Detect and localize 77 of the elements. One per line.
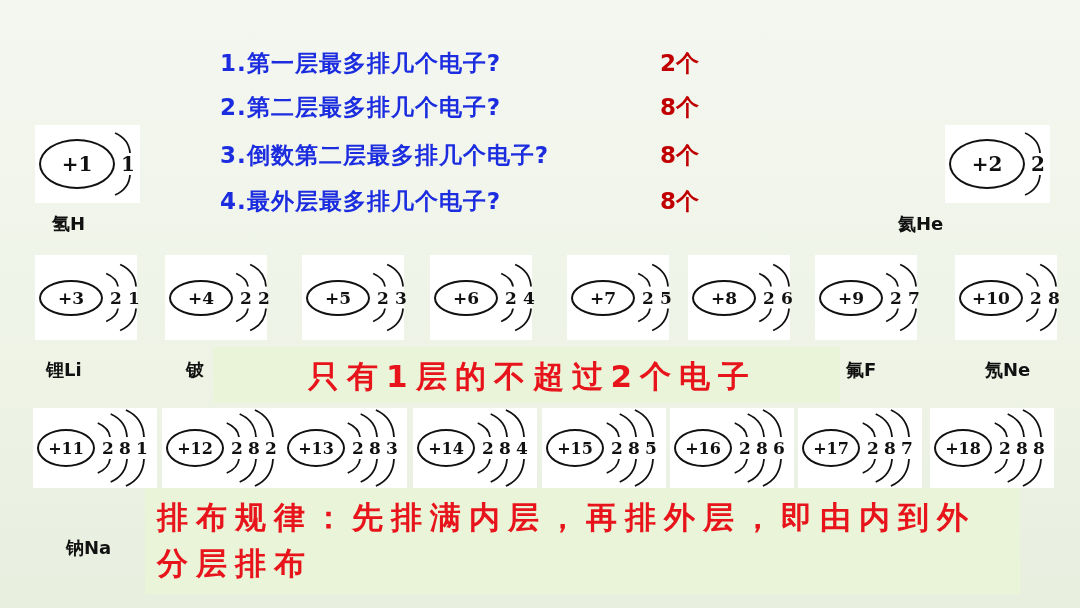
electron-count: 2 [642,289,654,306]
electron-count: 5 [660,289,672,306]
nucleus-ellipse: +2 [949,139,1025,189]
note-panel: 排布规律：先排满内层，再排外层，即由内到外分层排布 [145,488,1020,594]
electron-count: 7 [908,289,920,306]
answer-text: 2个 [660,49,699,78]
question-text: 3.倒数第二层最多排几个电子? [220,141,550,170]
element-name: 氦He [898,212,944,236]
nucleus-ellipse: +1 [39,139,115,189]
electron-count: 3 [386,439,398,457]
electron-count: 8 [628,439,640,457]
electron-count: 1 [121,154,135,174]
electron-count: 2 [505,289,517,306]
element-name: 铍 [186,358,204,382]
electron-count: 1 [128,289,140,306]
electron-count: 8 [756,439,768,457]
nucleus-ellipse: +10 [959,279,1023,316]
nucleus-ellipse: +11 [37,429,95,467]
question-text: 4.最外层最多排几个电子? [220,187,502,216]
electron-count: 2 [611,439,623,457]
electron-count: 6 [781,289,793,306]
electron-count: 8 [369,439,381,457]
electron-count: 8 [1033,439,1045,457]
electron-count: 2 [265,439,277,457]
question-text: 1.第一层最多排几个电子? [220,49,502,78]
electron-count: 2 [231,439,243,457]
nucleus-ellipse: +7 [571,279,635,316]
electron-count: 2 [240,289,252,306]
element-name: 氟F [846,358,877,382]
note-panel: 只有1层的不超过2个电子 [213,347,840,403]
electron-count: 2 [352,439,364,457]
nucleus-ellipse: +4 [169,279,233,316]
nucleus-ellipse: +9 [819,279,883,316]
answer-text: 8个 [660,93,699,122]
question-text: 2.第二层最多排几个电子? [220,93,502,122]
electron-count: 8 [248,439,260,457]
nucleus-ellipse: +17 [802,429,860,467]
answer-text: 8个 [660,141,699,170]
electron-count: 4 [516,439,528,457]
element-name: 钠Na [66,536,112,560]
electron-count: 2 [1030,289,1042,306]
electron-count: 2 [1031,154,1045,174]
electron-count: 3 [395,289,407,306]
electron-count: 2 [258,289,270,306]
electron-count: 2 [763,289,775,306]
nucleus-ellipse: +16 [674,429,732,467]
electron-count: 5 [645,439,657,457]
electron-count: 2 [999,439,1011,457]
nucleus-ellipse: +12 [166,429,224,467]
element-name: 锂Li [46,358,82,382]
electron-count: 8 [119,439,131,457]
electron-count: 6 [773,439,785,457]
nucleus-ellipse: +8 [692,279,756,316]
electron-count: 8 [1048,289,1060,306]
answer-text: 8个 [660,187,699,216]
electron-count: 2 [867,439,879,457]
electron-count: 7 [901,439,913,457]
element-name: 氖Ne [985,358,1031,382]
electron-count: 2 [482,439,494,457]
electron-count: 2 [102,439,114,457]
nucleus-ellipse: +18 [934,429,992,467]
electron-count: 2 [110,289,122,306]
electron-count: 2 [377,289,389,306]
nucleus-ellipse: +13 [287,429,345,467]
nucleus-ellipse: +14 [417,429,475,467]
electron-count: 8 [1016,439,1028,457]
nucleus-ellipse: +6 [434,279,498,316]
electron-count: 1 [136,439,148,457]
electron-count: 2 [739,439,751,457]
nucleus-ellipse: +5 [306,279,370,316]
electron-count: 8 [884,439,896,457]
electron-count: 4 [523,289,535,306]
nucleus-ellipse: +15 [546,429,604,467]
electron-count: 8 [499,439,511,457]
nucleus-ellipse: +3 [39,279,103,316]
element-name: 氢H [52,212,86,236]
electron-count: 2 [890,289,902,306]
